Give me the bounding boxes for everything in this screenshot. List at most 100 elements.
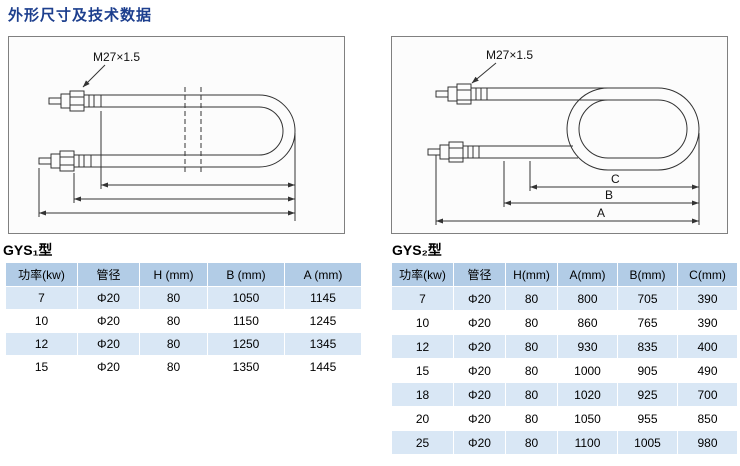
column-header: 功率(kw) [391,262,454,287]
table-cell: 12 [5,332,78,356]
table-cell: 700 [677,382,738,407]
table-cell: Φ20 [453,286,506,311]
terminal-pin [427,148,441,156]
hex-nut [59,150,75,172]
terminal-pin [435,90,449,98]
table-cell: 1005 [617,430,678,455]
table-row: 10 Φ20 80 1150 1245 [5,309,362,333]
heater-tube-outline [479,87,700,171]
table-cell: 1020 [557,382,618,407]
gys2-model-label: GYS₂型 [392,242,442,258]
table-row: 15 Φ20 80 1000 905 490 [391,358,738,383]
table-cell: 20 [391,406,454,431]
gys1-model-label: GYS₁型 [3,242,53,258]
table-cell: 850 [677,406,738,431]
table-cell: 765 [617,310,678,335]
threaded-shank [462,145,480,159]
table-cell: 80 [139,286,208,310]
column-header: 管径 [453,262,506,287]
table-cell: 1150 [207,309,285,333]
terminal-pin [38,157,52,165]
thread-size-label: M27×1.5 [93,50,140,64]
terminal-fitting-top [435,83,488,105]
table-cell: 860 [557,310,618,335]
terminal-fitting-bottom [38,150,92,172]
oval-coil-inner [578,99,688,159]
threaded-shank [73,154,92,168]
thread-callout: M27×1.5 [471,48,533,84]
column-header: B(mm) [617,262,678,287]
insulator [60,93,71,109]
table-cell: 80 [505,334,558,359]
table-cell: Φ20 [453,406,506,431]
gys1-technical-drawing: M27×1.5 [38,50,296,221]
hex-nut [69,90,85,112]
table-cell: 1250 [207,332,285,356]
table-cell: 905 [617,358,678,383]
table-row: 20 Φ20 80 1050 955 850 [391,406,738,431]
insulator [50,153,61,169]
table-cell: 400 [677,334,738,359]
table-cell: Φ20 [453,382,506,407]
table-header-row: 功率(kw) 管径 H (mm) B (mm) A (mm) [5,262,362,287]
thread-size-label: M27×1.5 [486,48,533,62]
gys1-diagram-box: M27×1.5 [8,36,345,234]
table-cell: 925 [617,382,678,407]
gys2-diagram-box: M27×1.5 [391,36,728,234]
table-cell: 1345 [284,332,362,356]
table-cell: 955 [617,406,678,431]
hex-nut [448,141,464,163]
table-cell: 15 [5,355,78,379]
threaded-shank [83,94,102,108]
table-cell: 1050 [207,286,285,310]
table-cell: 800 [557,286,618,311]
gys1-spec-table: 功率(kw) 管径 H (mm) B (mm) A (mm) 7 Φ20 80 … [5,262,362,379]
table-cell: 835 [617,334,678,359]
table-cell: 1245 [284,309,362,333]
insulator [447,86,458,102]
table-cell: 1445 [284,355,362,379]
table-row: 18 Φ20 80 1020 925 700 [391,382,738,407]
table-row: 7 Φ20 80 1050 1145 [5,286,362,310]
insulator [439,144,450,160]
table-cell: 1000 [557,358,618,383]
column-header: 功率(kw) [5,262,78,287]
table-cell: 80 [139,355,208,379]
table-cell: 80 [505,406,558,431]
table-cell: Φ20 [453,334,506,359]
table-cell: 12 [391,334,454,359]
table-cell: 80 [505,382,558,407]
table-row: 12 Φ20 80 1250 1345 [5,332,362,356]
table-cell: 15 [391,358,454,383]
table-cell: 80 [505,358,558,383]
table-cell: 80 [505,310,558,335]
table-cell: 1145 [284,286,362,310]
centerline-marks [184,87,202,175]
table-cell: 7 [391,286,454,311]
dimension-label-b: B [605,188,613,202]
thread-callout: M27×1.5 [82,50,140,88]
hex-nut [456,83,472,105]
column-header: 管径 [77,262,140,287]
table-cell: Φ20 [77,309,140,333]
heater-tube-outline [91,94,296,168]
oval-coil-outer [566,87,700,171]
table-cell: 1350 [207,355,285,379]
table-header-row: 功率(kw) 管径 H(mm) A(mm) B(mm) C(mm) [391,262,738,287]
table-row: 12 Φ20 80 930 835 400 [391,334,738,359]
table-row: 10 Φ20 80 860 765 390 [391,310,738,335]
table-cell: 80 [505,286,558,311]
table-cell: 18 [391,382,454,407]
table-cell: 80 [505,430,558,455]
table-row: 7 Φ20 80 800 705 390 [391,286,738,311]
leader-line [471,62,497,84]
table-cell: 10 [5,309,78,333]
table-cell: 980 [677,430,738,455]
table-row: 15 Φ20 80 1350 1445 [5,355,362,379]
column-header: B (mm) [207,262,285,287]
dimension-lines: C B A [435,133,700,225]
table-cell: Φ20 [77,355,140,379]
terminal-fitting-bottom [427,141,480,163]
table-cell: 930 [557,334,618,359]
